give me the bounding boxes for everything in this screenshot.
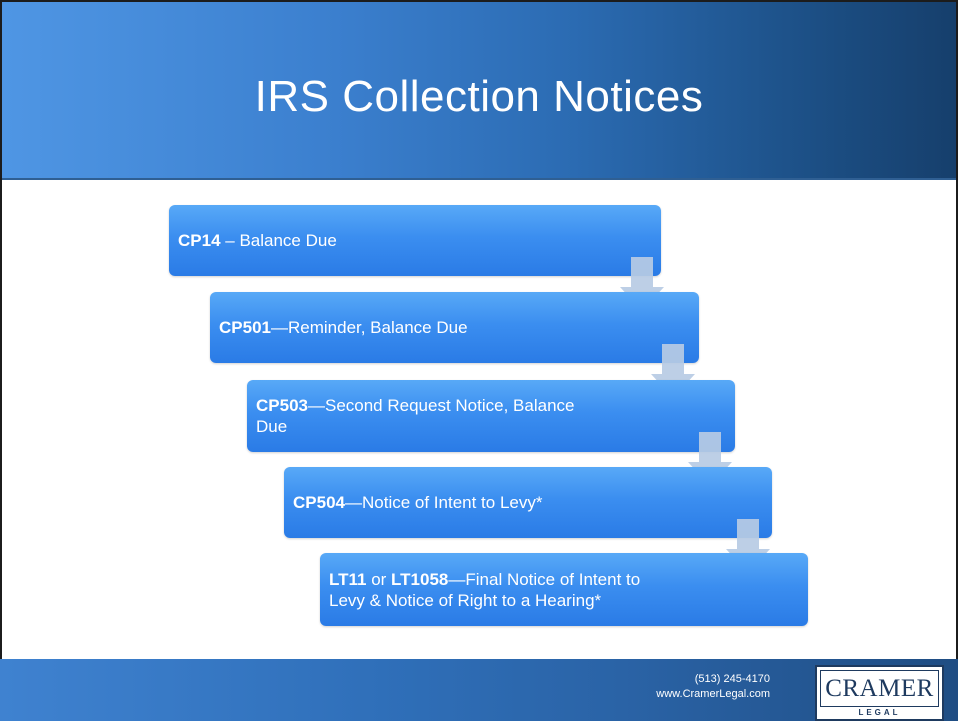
step-code: CP14 [178, 231, 221, 250]
step-conjunction: or [366, 569, 392, 589]
step-cp503: CP503—Second Request Notice, Balance Due [247, 380, 735, 452]
cramer-legal-logo: CRAMER LEGAL [815, 665, 944, 721]
step-code: CP504 [293, 493, 345, 512]
step-text: Reminder, Balance Due [287, 318, 468, 337]
header-banner [2, 2, 956, 178]
step-code: CP501 [219, 318, 271, 337]
logo-wordmark: CRAMER [820, 670, 939, 707]
step-separator: — [344, 493, 362, 512]
step-code-secondary: LT1058 [391, 569, 449, 589]
step-separator: — [448, 569, 466, 589]
step-separator: — [270, 318, 288, 337]
step-text: Second Request Notice, Balance Due [256, 396, 575, 436]
website-link[interactable]: www.CramerLegal.com [656, 688, 770, 700]
step-code: CP503 [256, 396, 308, 415]
step-code: LT11 [329, 569, 367, 589]
header-divider [2, 178, 956, 180]
footer-bar [0, 659, 958, 721]
step-text: Final Notice of Intent to Levy & Notice … [329, 569, 641, 610]
step-cp14: CP14 – Balance Due [169, 205, 661, 276]
slide-title: IRS Collection Notices [254, 72, 704, 121]
step-separator: — [307, 396, 325, 415]
logo-subtext: LEGAL [858, 708, 901, 717]
step-text: Notice of Intent to Levy* [361, 493, 543, 512]
step-lt11-lt1058: LT11 or LT1058—Final Notice of Intent to… [320, 553, 808, 626]
phone-number: (513) 245-4170 [694, 673, 770, 685]
step-cp504: CP504—Notice of Intent to Levy* [284, 467, 772, 538]
step-text: Balance Due [239, 231, 337, 250]
contact-info: (513) 245-4170 www.CramerLegal.com [656, 672, 770, 702]
step-cp501: CP501—Reminder, Balance Due [210, 292, 699, 363]
step-separator: – [220, 231, 240, 250]
